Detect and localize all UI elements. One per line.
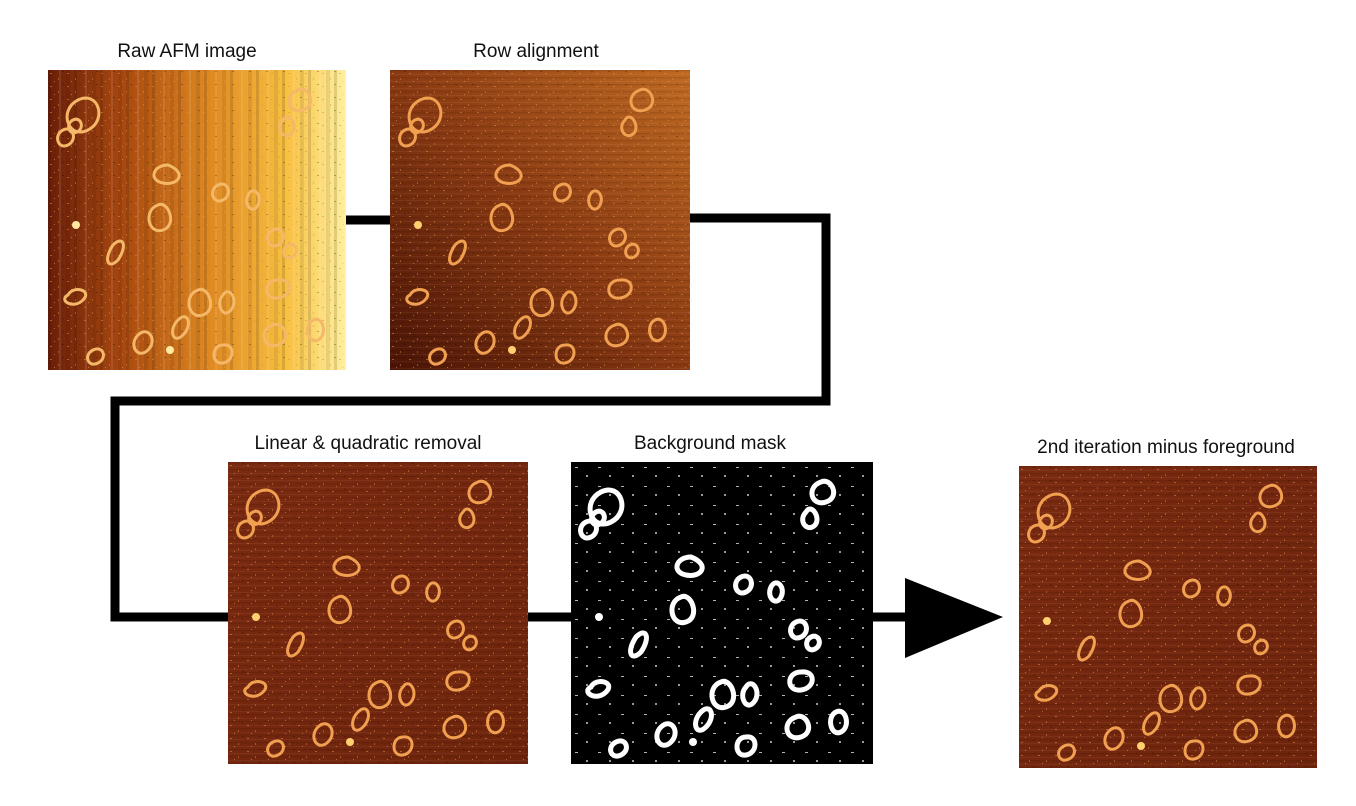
panel-label-second-iteration: 2nd iteration minus foreground	[1037, 437, 1295, 458]
flow-connector	[110, 213, 1003, 658]
panel-label-mask: Background mask	[634, 433, 787, 454]
panel-label-linear-quadratic: Linear & quadratic removal	[254, 433, 481, 454]
panel-second-iteration	[1019, 466, 1317, 768]
panel-label-raw: Raw AFM image	[117, 41, 256, 62]
flow-arrowhead	[905, 578, 1003, 658]
panel-label-row: Row alignment	[473, 41, 599, 62]
panel-linear-quadratic	[228, 462, 528, 764]
panel-background-mask	[571, 462, 873, 764]
panel-raw-afm	[48, 70, 346, 370]
panel-row-alignment	[390, 70, 690, 370]
